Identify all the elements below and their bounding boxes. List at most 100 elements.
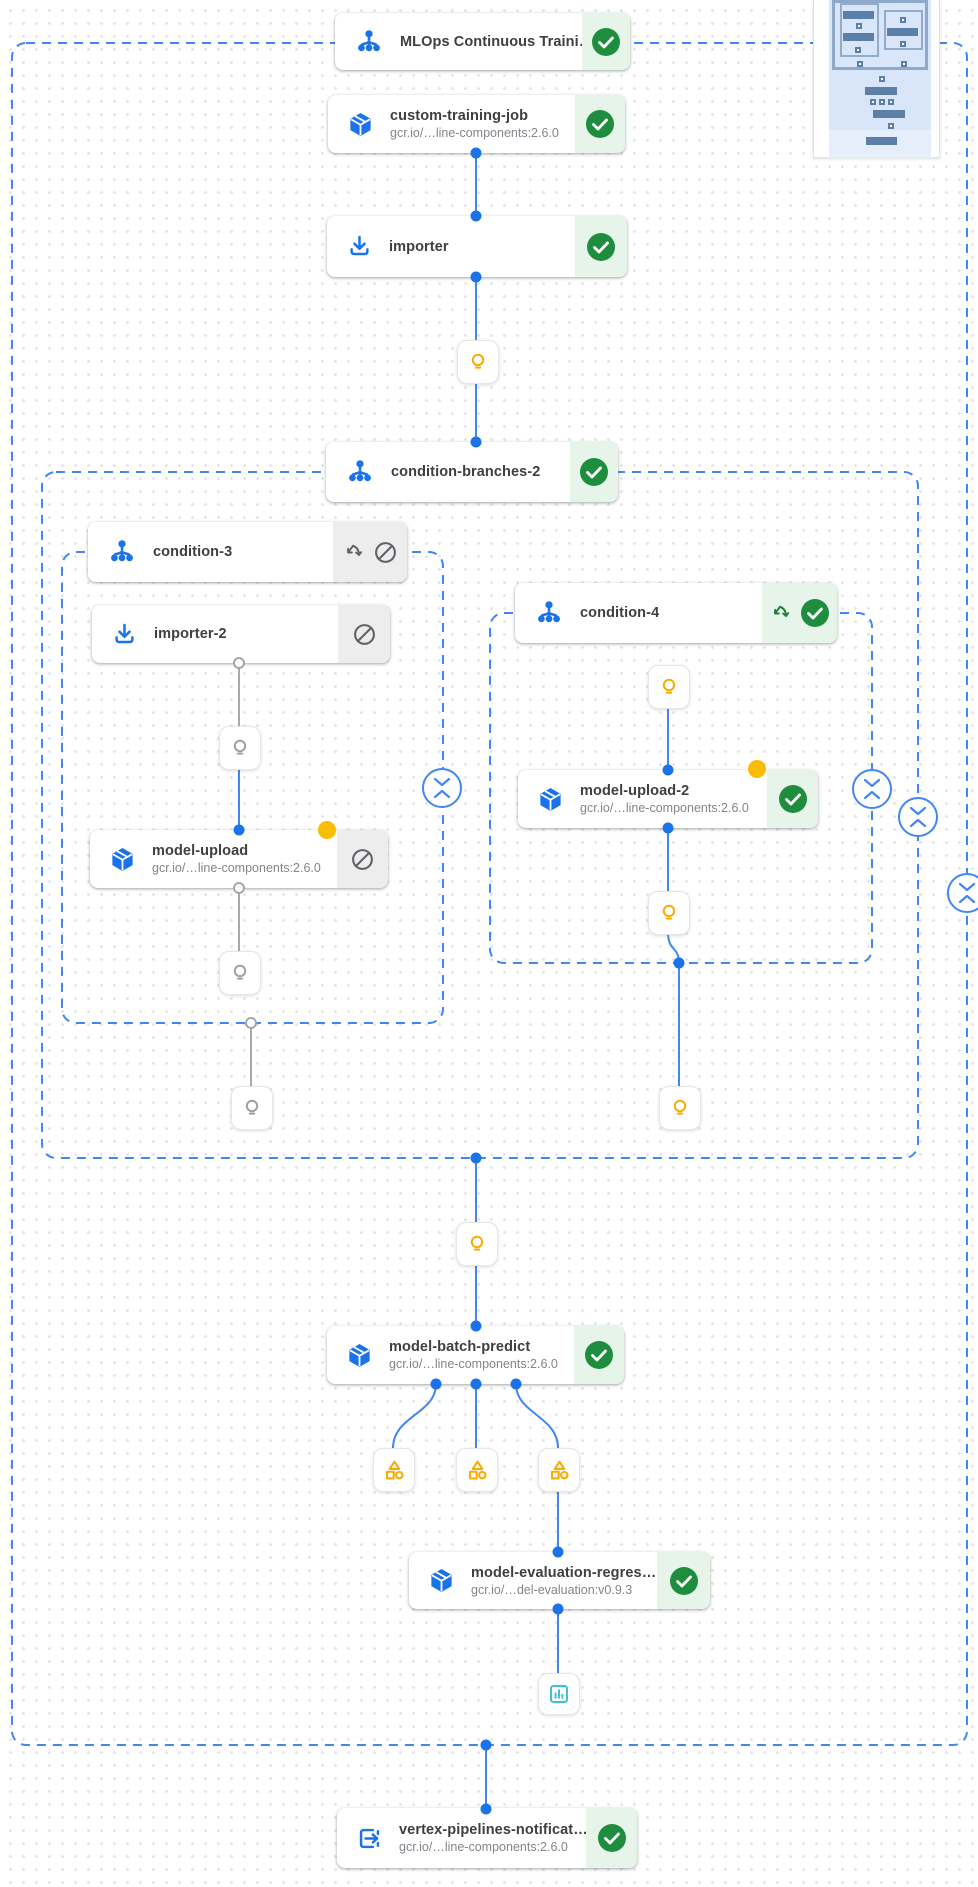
status-section bbox=[338, 605, 390, 663]
node-condition-branches-2[interactable]: condition-branches-2 bbox=[326, 442, 618, 502]
node-model-upload-2[interactable]: model-upload-2 gcr.io/…line-components:2… bbox=[518, 770, 818, 828]
metrics-shapes-icon bbox=[385, 1460, 404, 1479]
status-section bbox=[575, 216, 627, 277]
artifact-lightbulb-node-skipped[interactable] bbox=[219, 951, 261, 995]
check-circle-icon bbox=[592, 27, 620, 56]
node-custom-training-job[interactable]: custom-training-job gcr.io/…line-compone… bbox=[328, 95, 625, 153]
lightbulb-icon bbox=[233, 964, 247, 980]
port-dot bbox=[480, 1739, 492, 1751]
node-condition-4[interactable]: condition-4 bbox=[515, 583, 837, 643]
artifact-lightbulb-node-skipped[interactable] bbox=[231, 1086, 273, 1130]
check-circle-icon bbox=[586, 110, 614, 138]
minimap-node bbox=[870, 99, 876, 105]
minimap-node bbox=[865, 87, 897, 95]
collapse-group-button[interactable] bbox=[422, 768, 462, 808]
minimap-node bbox=[843, 33, 874, 41]
node-title: model-evaluation-regres… bbox=[471, 1564, 657, 1581]
status-section bbox=[337, 830, 388, 888]
node-title: condition-4 bbox=[580, 605, 660, 621]
edge-batch-predict-to-metric-3 bbox=[515, 1383, 559, 1449]
status-section bbox=[586, 1808, 637, 1868]
minimap-node bbox=[873, 110, 905, 118]
node-vertex-pipelines-notification[interactable]: vertex-pipelines-notificat… gcr.io/…line… bbox=[337, 1808, 637, 1868]
artifact-metrics-node[interactable] bbox=[538, 1448, 580, 1492]
lightbulb-icon bbox=[662, 904, 676, 920]
check-circle-icon bbox=[597, 1824, 626, 1852]
collapse-group-button[interactable] bbox=[898, 797, 938, 837]
collapse-chevrons-icon bbox=[863, 778, 881, 800]
node-title: condition-branches-2 bbox=[391, 464, 541, 480]
lightbulb-icon bbox=[471, 353, 485, 369]
cube-icon bbox=[537, 786, 564, 813]
node-title: MLOps Continuous Traini… bbox=[400, 33, 594, 50]
exit-icon bbox=[356, 1825, 383, 1852]
lightbulb-icon bbox=[245, 1099, 259, 1115]
minimap-node bbox=[843, 11, 874, 19]
check-circle-icon bbox=[800, 599, 829, 627]
minimap-node bbox=[879, 99, 885, 105]
artifact-lightbulb-node[interactable] bbox=[456, 1222, 498, 1266]
collapse-group-button[interactable] bbox=[852, 769, 892, 809]
node-subtitle: gcr.io/…line-components:2.6.0 bbox=[389, 1357, 558, 1371]
node-condition-3[interactable]: condition-3 bbox=[88, 522, 407, 582]
artifact-lightbulb-node[interactable] bbox=[648, 665, 690, 709]
import-icon bbox=[111, 621, 138, 648]
chart-artifact-icon bbox=[550, 1685, 568, 1703]
minimap-node bbox=[856, 23, 862, 29]
node-pipeline-header[interactable]: MLOps Continuous Traini… bbox=[335, 13, 630, 70]
collapse-chevrons-icon bbox=[909, 806, 927, 828]
minimap[interactable] bbox=[813, 0, 940, 158]
edge-batch-predict-to-metric-1 bbox=[392, 1383, 437, 1449]
collapse-group-button[interactable] bbox=[947, 873, 978, 913]
check-circle-icon bbox=[587, 232, 615, 261]
artifact-lightbulb-node[interactable] bbox=[659, 1086, 701, 1130]
node-model-batch-predict[interactable]: model-batch-predict gcr.io/…line-compone… bbox=[327, 1326, 624, 1384]
node-model-evaluation-regression[interactable]: model-evaluation-regres… gcr.io/…del-eva… bbox=[409, 1552, 710, 1609]
node-importer[interactable]: importer bbox=[327, 216, 627, 277]
artifact-lightbulb-node-skipped[interactable] bbox=[219, 726, 261, 770]
condition-tree-icon bbox=[534, 599, 564, 627]
minimap-node bbox=[888, 123, 894, 129]
cube-icon bbox=[109, 846, 136, 873]
skipped-icon bbox=[374, 541, 396, 563]
artifact-metrics-node[interactable] bbox=[373, 1448, 415, 1492]
node-subtitle: gcr.io/…line-components:2.6.0 bbox=[580, 801, 749, 815]
status-section bbox=[333, 522, 407, 582]
node-title: custom-training-job bbox=[390, 108, 529, 124]
artifact-metrics-node[interactable] bbox=[456, 1448, 498, 1492]
branch-split-icon bbox=[346, 544, 362, 556]
node-subtitle: gcr.io/…del-evaluation:v0.9.3 bbox=[471, 1582, 633, 1597]
minimap-node bbox=[879, 76, 885, 82]
minimap-node bbox=[866, 137, 897, 145]
node-title: importer-2 bbox=[154, 626, 227, 642]
node-title: model-upload-2 bbox=[580, 783, 690, 799]
collapse-chevrons-icon bbox=[433, 777, 451, 799]
pipeline-tree-icon bbox=[354, 28, 384, 56]
import-icon bbox=[346, 233, 373, 260]
lightbulb-icon bbox=[673, 1099, 687, 1115]
node-subtitle: gcr.io/…line-components:2.6.0 bbox=[399, 1840, 568, 1854]
check-circle-icon bbox=[580, 458, 608, 486]
port-dot bbox=[673, 957, 685, 969]
artifact-lightbulb-node[interactable] bbox=[457, 340, 499, 384]
lightbulb-icon bbox=[233, 739, 247, 755]
artifact-chart-node[interactable] bbox=[538, 1673, 580, 1715]
node-title: vertex-pipelines-notificat… bbox=[399, 1822, 588, 1838]
skipped-icon bbox=[352, 848, 373, 870]
node-importer-2[interactable]: importer-2 bbox=[92, 605, 390, 663]
status-section bbox=[570, 442, 618, 502]
status-section bbox=[582, 13, 630, 70]
node-subtitle: gcr.io/…line-components:2.6.0 bbox=[390, 126, 559, 140]
status-section bbox=[574, 1326, 624, 1384]
node-model-upload[interactable]: model-upload gcr.io/…line-components:2.6… bbox=[90, 830, 388, 888]
lightbulb-icon bbox=[470, 1235, 484, 1251]
node-title: model-upload bbox=[152, 843, 249, 859]
minimap-viewport[interactable] bbox=[832, 0, 928, 70]
artifact-lightbulb-node[interactable] bbox=[648, 891, 690, 935]
port-dot-hollow bbox=[245, 1017, 257, 1029]
condition-tree-icon bbox=[107, 538, 137, 566]
port-dot bbox=[470, 1152, 482, 1164]
node-title: condition-3 bbox=[153, 544, 233, 560]
check-circle-icon bbox=[585, 1341, 613, 1369]
